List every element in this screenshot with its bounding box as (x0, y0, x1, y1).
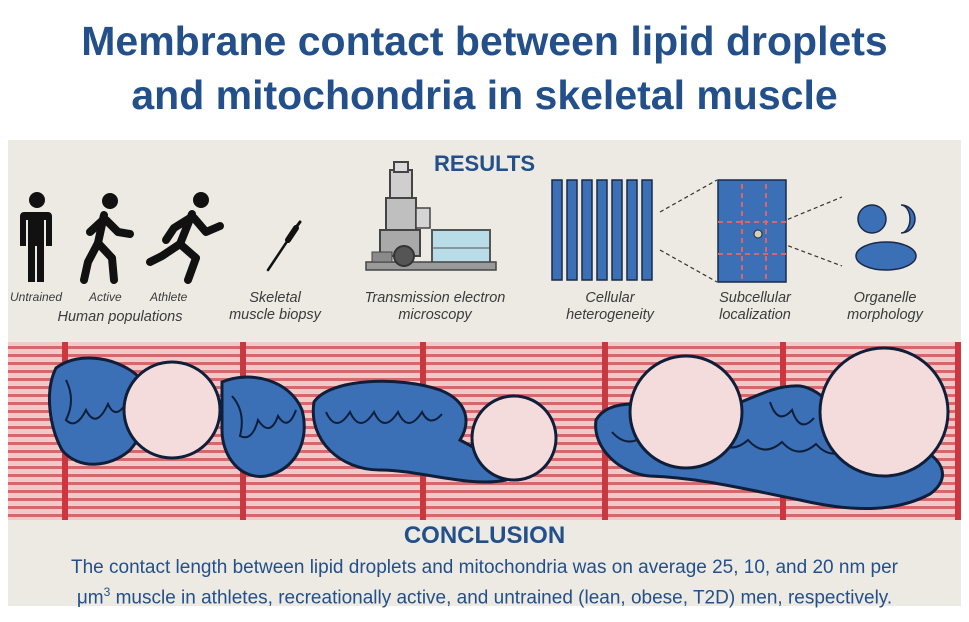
title-line-1: Membrane contact between lipid droplets (81, 18, 888, 64)
conclusion-line-1: The contact length between lipid droplet… (70, 557, 899, 578)
label-untrained: Untrained (10, 290, 63, 304)
page-title: Membrane contact between lipid droplets … (0, 14, 969, 122)
lipid-droplet-3 (628, 354, 744, 470)
label-athlete: Athlete (150, 290, 188, 304)
caption-organelle: Organelle morphology (847, 290, 923, 323)
caption-cellular: Cellular heterogeneity (566, 290, 654, 323)
biopsy-needle-icon (266, 220, 302, 272)
caption-tem: Transmission electron microscopy (364, 290, 506, 323)
caption-subcellular: Subcellular localization (719, 290, 791, 323)
lipid-droplets (122, 346, 950, 482)
electron-microscope-icon (365, 161, 497, 271)
conclusion-line-2: μm3 muscle in athletes, recreationally a… (76, 585, 893, 609)
lipid-droplet-2 (470, 394, 558, 482)
mitochondrion-2 (220, 375, 306, 478)
organelle-shapes-icon (855, 204, 917, 271)
athlete-person-icon (146, 192, 224, 284)
mitochondrion-1 (47, 356, 148, 466)
caption-biopsy: Skeletal muscle biopsy (229, 290, 321, 323)
untrained-person-icon (20, 192, 52, 282)
conclusion-heading: CONCLUSION (403, 522, 566, 549)
lipid-droplet-4 (818, 346, 950, 478)
results-heading: RESULTS (433, 151, 536, 176)
lipid-droplet-1 (122, 360, 222, 460)
muscle-fibers-icon (551, 179, 653, 281)
title-line-2: and mitochondria in skeletal muscle (131, 72, 838, 118)
conclusion-text: The contact length between lipid droplet… (10, 556, 959, 610)
caption-human-populations: Human populations (57, 309, 183, 325)
subcellular-region-icon (717, 179, 787, 283)
label-active: Active (89, 290, 122, 304)
active-person-icon (80, 193, 134, 284)
